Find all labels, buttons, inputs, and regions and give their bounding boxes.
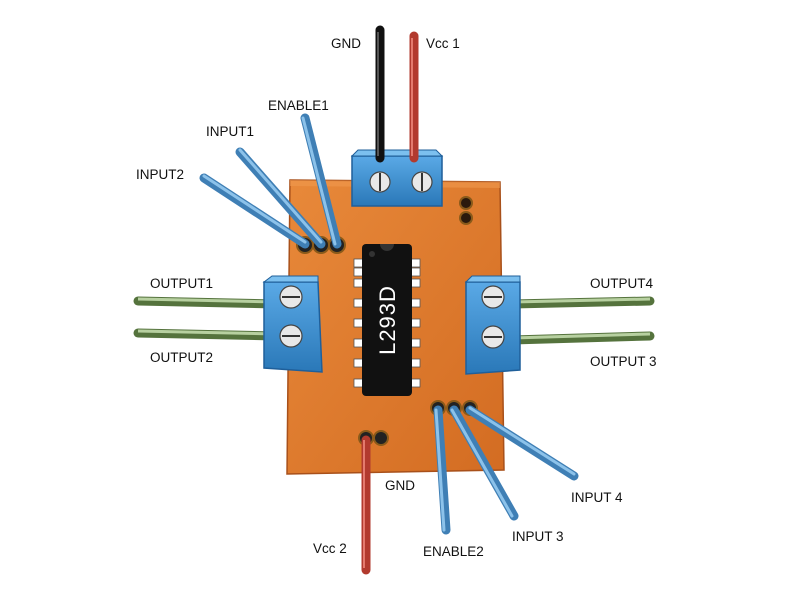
wire-output1 bbox=[133, 296, 281, 309]
wire-input3 bbox=[449, 405, 519, 521]
wire-output4 bbox=[507, 296, 655, 309]
wire-enable2 bbox=[433, 405, 451, 535]
wire-vcc1 bbox=[409, 31, 419, 163]
pcb-hole-pair-top-right bbox=[459, 196, 473, 225]
label-gnd-bottom: GND bbox=[385, 478, 415, 493]
label-gnd-top: GND bbox=[331, 36, 361, 51]
wire-input1 bbox=[235, 147, 326, 249]
wire-output3 bbox=[507, 331, 655, 345]
terminal-block-top bbox=[350, 149, 444, 207]
label-vcc1: Vcc 1 bbox=[426, 36, 460, 51]
label-enable1: ENABLE1 bbox=[268, 98, 329, 113]
wire-enable1 bbox=[300, 113, 342, 249]
chip-pins-right bbox=[409, 258, 421, 388]
label-input2: INPUT2 bbox=[136, 167, 184, 182]
label-enable2: ENABLE2 bbox=[423, 544, 484, 559]
label-output4: OUTPUT4 bbox=[590, 276, 653, 291]
terminal-block-right bbox=[464, 275, 521, 375]
label-output3: OUTPUT 3 bbox=[590, 354, 657, 369]
terminal-block-left bbox=[262, 275, 323, 373]
wire-input4 bbox=[465, 405, 579, 481]
label-input1: INPUT1 bbox=[206, 124, 254, 139]
wire-gnd-top bbox=[375, 25, 385, 163]
wire-vcc2 bbox=[361, 435, 371, 575]
wire-output2 bbox=[133, 328, 281, 341]
label-vcc2: Vcc 2 bbox=[313, 541, 347, 556]
label-output2: OUTPUT2 bbox=[150, 350, 213, 365]
label-output1: OUTPUT1 bbox=[150, 276, 213, 291]
label-input3: INPUT 3 bbox=[512, 529, 564, 544]
wire-input2 bbox=[199, 173, 310, 249]
chip-label: L293D bbox=[375, 285, 400, 355]
l293d-chip: L293D bbox=[353, 244, 421, 396]
label-input4: INPUT 4 bbox=[571, 490, 623, 505]
